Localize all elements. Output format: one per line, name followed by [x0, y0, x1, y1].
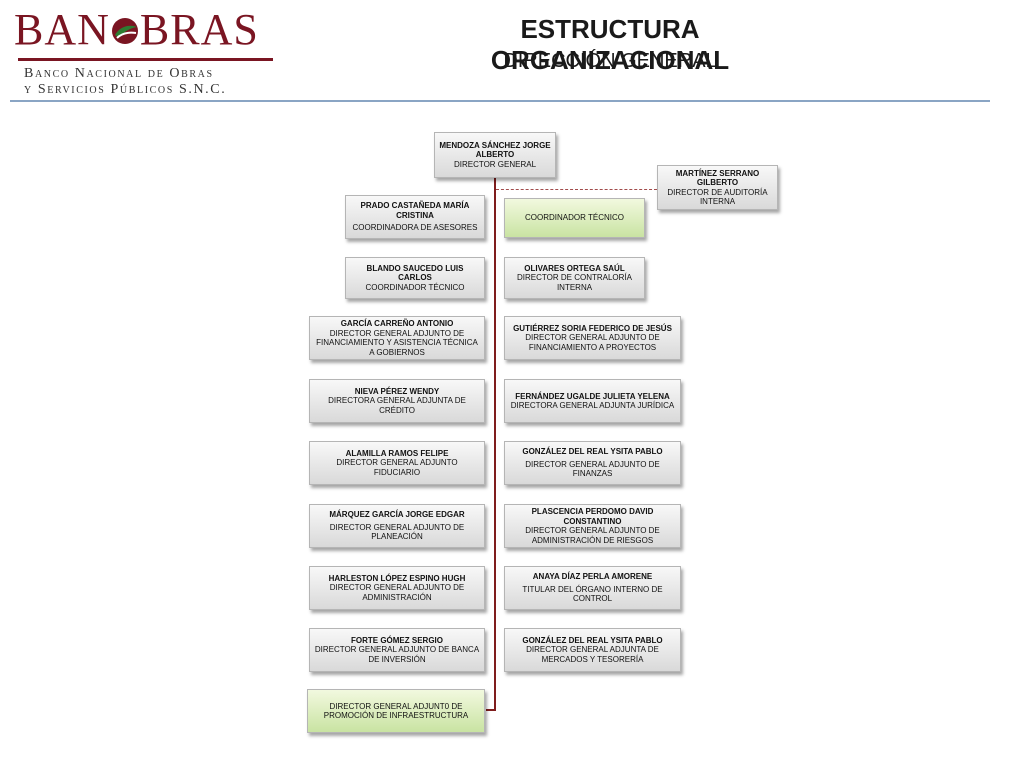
org-node-left-5: ALAMILLA RAMOS FELIPE DIRECTOR GENERAL A…	[309, 441, 485, 485]
node-role: DIRECTOR GENERAL ADJUNTO DE FINANCIAMIEN…	[525, 333, 660, 352]
node-role: COORDINADORA DE ASESORES	[352, 223, 478, 233]
node-role: DIRECTOR GENERAL ADJUNTO DE FINANZAS	[525, 459, 660, 479]
node-role: COORDINADOR TÉCNICO	[365, 282, 465, 292]
node-role: DIRECTOR GENERAL ADJUNTO DE ADMINISTRACI…	[525, 526, 660, 545]
node-name: MÁRQUEZ GARCÍA JORGE EDGAR	[329, 510, 465, 520]
node-name: MENDOZA SÁNCHEZ JORGE ALBERTO	[439, 140, 551, 160]
node-role: DIRECTOR DE AUDITORÍA INTERNA	[667, 187, 768, 207]
org-node-auditoria-interna: MARTÍNEZ SERRANO GILBERTO DIRECTOR DE AU…	[657, 165, 778, 210]
node-name: PRADO CASTAÑEDA MARÍA CRISTINA	[360, 201, 470, 220]
org-node-right-4: FERNÁNDEZ UGALDE JULIETA YELENA DIRECTOR…	[504, 379, 681, 423]
org-node-right-5: GONZÁLEZ DEL REAL YSITA PABLO DIRECTOR G…	[504, 441, 681, 485]
node-name: GONZÁLEZ DEL REAL YSITA PABLO	[522, 635, 663, 645]
node-name: BLANDO SAUCEDO LUIS CARLOS	[366, 263, 464, 283]
logo-wordmark-left: BAN	[14, 5, 110, 54]
node-role: DIRECTOR GENERAL ADJUNTO DE BANCA DE INV…	[314, 645, 480, 664]
node-name: OLIVARES ORTEGA SAÚL	[524, 263, 625, 273]
node-name: GONZÁLEZ DEL REAL YSITA PABLO	[522, 447, 663, 457]
org-node-right-6: PLASCENCIA PERDOMO DAVID CONSTANTINO DIR…	[504, 504, 681, 548]
org-node-right-1: COORDINADOR TÉCNICO	[504, 198, 645, 238]
logo-subtitle-line1: Banco Nacional de Obras	[24, 66, 214, 81]
node-name: MARTÍNEZ SERRANO GILBERTO	[675, 168, 760, 188]
org-node-left-3: GARCÍA CARREÑO ANTONIO DIRECTOR GENERAL …	[309, 316, 485, 360]
node-role: DIRECTOR GENERAL ADJUNTO DE FINANCIAMIEN…	[316, 328, 478, 357]
org-node-left-8: FORTE GÓMEZ SERGIO DIRECTOR GENERAL ADJU…	[309, 628, 485, 672]
node-role: TITULAR DEL ÓRGANO INTERNO DE CONTROL	[522, 584, 663, 604]
org-node-right-2: OLIVARES ORTEGA SAÚL DIRECTOR DE CONTRAL…	[504, 257, 645, 299]
org-node-left-4: NIEVA PÉREZ WENDY DIRECTORA GENERAL ADJU…	[309, 379, 485, 423]
logo-wordmark-right: BRAS	[139, 5, 259, 54]
header-divider	[10, 100, 990, 102]
org-node-left-9: DIRECTOR GENERAL ADJUNT0 DE PROMOCIÓN DE…	[307, 689, 485, 733]
logo-wordmark: BAN BRAS	[14, 8, 259, 52]
node-name: GUTIÉRREZ SORIA FEDERICO DE JESÚS	[513, 323, 672, 333]
audit-dashed-connector	[496, 189, 657, 190]
node-name: NIEVA PÉREZ WENDY	[354, 386, 440, 396]
page-title: ESTRUCTURA ORGANIZACIONAL	[490, 14, 730, 75]
logo-rule	[18, 58, 273, 61]
node-name: GARCÍA CARREÑO ANTONIO	[340, 319, 454, 328]
org-node-left-6: MÁRQUEZ GARCÍA JORGE EDGAR DIRECTOR GENE…	[309, 504, 485, 548]
node-name: FERNÁNDEZ UGALDE JULIETA YELENA	[515, 391, 670, 401]
node-name: FORTE GÓMEZ SERGIO	[350, 635, 443, 645]
node-role: DIRECTORA GENERAL ADJUNTA DE CRÉDITO	[328, 396, 466, 415]
node-role: DIRECTOR GENERAL ADJUNTO DE ADMINISTRACI…	[329, 583, 465, 602]
org-node-right-7: ANAYA DÍAZ PERLA AMORENE TITULAR DEL ÓRG…	[504, 566, 681, 610]
org-stub-connector	[486, 709, 496, 711]
node-role: DIRECTOR GENERAL ADJUNTO DE PLANEACIÓN	[329, 522, 465, 542]
org-node-right-3: GUTIÉRREZ SORIA FEDERICO DE JESÚS DIRECT…	[504, 316, 681, 360]
node-name: HARLESTON LÓPEZ ESPINO HUGH	[328, 573, 466, 583]
node-role: DIRECTOR GENERAL ADJUNTO FIDUCIARIO	[336, 458, 458, 477]
banobras-logo: BAN BRAS Banco Nacional de Obras y Servi…	[14, 8, 279, 98]
node-role: DIRECTOR DE CONTRALORÍA INTERNA	[517, 273, 632, 292]
org-node-right-8: GONZÁLEZ DEL REAL YSITA PABLO DIRECTOR G…	[504, 628, 681, 672]
org-node-left-1: PRADO CASTAÑEDA MARÍA CRISTINA COORDINAD…	[345, 195, 485, 239]
org-trunk-connector	[494, 178, 496, 711]
node-role: DIRECTORA GENERAL ADJUNTA JURÍDICA	[510, 401, 675, 410]
org-node-director-general: MENDOZA SÁNCHEZ JORGE ALBERTO DIRECTOR G…	[434, 132, 556, 178]
logo-subtitle-line2: y Servicios Públicos S.N.C.	[24, 82, 227, 97]
logo-emblem-icon	[111, 18, 138, 44]
node-name: ALAMILLA RAMOS FELIPE	[345, 448, 449, 458]
page-subtitle: DIRECCIÓN GENERAL	[503, 50, 717, 72]
node-role: DIRECTOR GENERAL ADJUNT0 DE PROMOCIÓN DE…	[323, 701, 469, 721]
node-role: DIRECTOR GENERAL	[453, 159, 537, 169]
node-role: DIRECTOR GENERAL ADJUNTA DE MERCADOS Y T…	[526, 645, 659, 664]
node-role: COORDINADOR TÉCNICO	[525, 213, 624, 223]
node-name: ANAYA DÍAZ PERLA AMORENE	[532, 572, 653, 582]
node-name: PLASCENCIA PERDOMO DAVID CONSTANTINO	[531, 507, 654, 526]
org-node-left-7: HARLESTON LÓPEZ ESPINO HUGH DIRECTOR GEN…	[309, 566, 485, 610]
org-node-left-2: BLANDO SAUCEDO LUIS CARLOS COORDINADOR T…	[345, 257, 485, 299]
